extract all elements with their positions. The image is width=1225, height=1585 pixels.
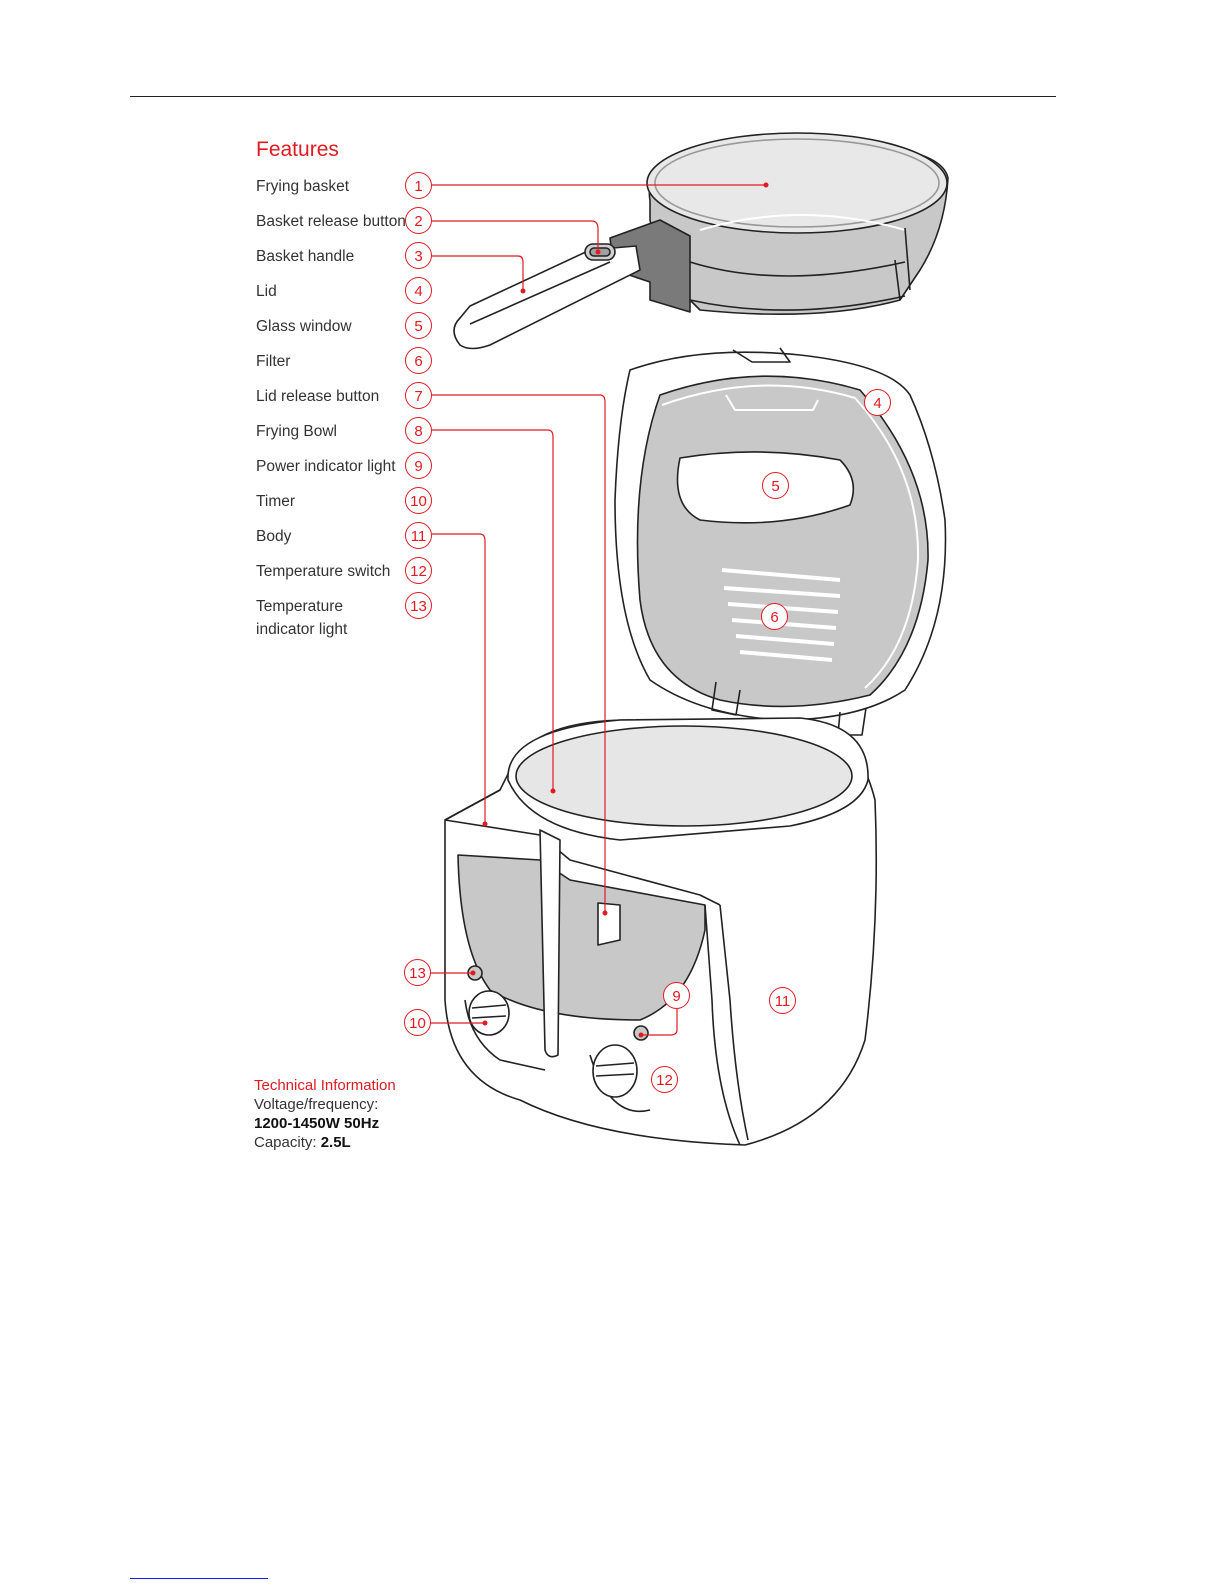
callout-badge-3: 3 [405, 242, 432, 269]
feature-label-9: Power indicator light [256, 458, 396, 475]
callout-badge-6: 6 [405, 347, 432, 374]
callout-badge-5: 5 [405, 312, 432, 339]
callout-badge-11: 11 [405, 522, 432, 549]
callout-badge-7: 7 [405, 382, 432, 409]
feature-label-2: Basket release button [256, 213, 406, 230]
callout-badge-4: 4 [405, 277, 432, 304]
callout-badge-2: 2 [405, 207, 432, 234]
diagram-callout-timer: 10 [404, 1009, 431, 1036]
callout-badge-10: 10 [405, 487, 432, 514]
feature-label-1: Frying basket [256, 178, 350, 195]
features-heading: Features [256, 138, 339, 161]
feature-label-13: Temperature indicator light [256, 598, 348, 638]
diagram-callout-filter: 6 [761, 603, 788, 630]
diagram-callout-body: 11 [769, 987, 796, 1014]
callout-badge-1: 1 [405, 172, 432, 199]
technical-title: Technical Information [254, 1077, 396, 1094]
feature-label-8: Frying Bowl [256, 423, 337, 440]
feature-label-3: Basket handle [256, 248, 355, 265]
fryer-body-drawing [444, 717, 878, 1146]
diagram-callout-temperature-switch: 12 [651, 1066, 678, 1093]
callout-badge-8: 8 [405, 417, 432, 444]
footer-rule [130, 1578, 268, 1579]
voltage-label: Voltage/frequency: [254, 1096, 379, 1113]
callout-badge-12: 12 [405, 557, 432, 584]
feature-label-5: Glass window [256, 318, 352, 335]
feature-label-6: Filter [256, 353, 291, 370]
diagram-callout-temperature-light: 13 [404, 959, 431, 986]
diagram-callout-glass-window: 5 [762, 472, 789, 499]
diagram-callout-lid: 4 [864, 389, 891, 416]
feature-label-7: Lid release button [256, 388, 380, 405]
callout-badge-13: 13 [405, 592, 432, 619]
frying-basket-drawing [453, 132, 949, 350]
capacity-label: Capacity: [254, 1134, 317, 1151]
diagram-callout-power-light: 9 [663, 982, 690, 1009]
lid-drawing [614, 347, 947, 736]
voltage-value: 1200-1450W 50Hz [254, 1115, 380, 1132]
capacity-value: 2.5L [320, 1134, 351, 1151]
capacity-row: Capacity: 2.5L [254, 1133, 396, 1152]
header-rule [130, 96, 1056, 97]
callout-badge-9: 9 [405, 452, 432, 479]
feature-label-12: Temperature switch [256, 563, 391, 580]
feature-label-4: Lid [256, 283, 277, 300]
feature-label-10: Timer [256, 493, 296, 510]
technical-information: Technical Information Voltage/frequency:… [254, 1076, 396, 1152]
feature-label-11: Body [256, 528, 292, 545]
